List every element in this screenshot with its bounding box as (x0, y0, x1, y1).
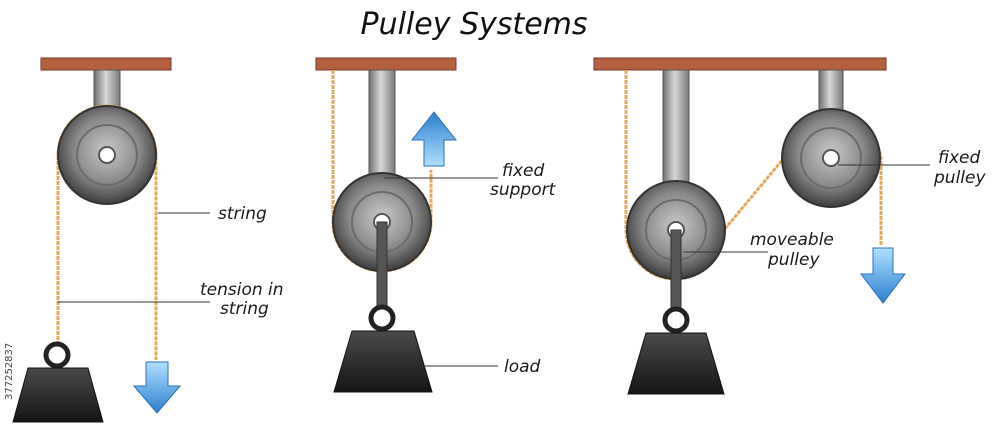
load-ring (368, 304, 396, 332)
compound-pulley-system: moveable pulley fixed pulley (593, 57, 986, 395)
label-load: load (504, 357, 541, 377)
load-hanger (670, 229, 682, 311)
pulley-axle (98, 146, 116, 164)
ceiling-beam (315, 57, 457, 71)
label-tension-line1: tension in (200, 280, 284, 300)
down-arrow-icon (132, 361, 182, 414)
fixed-pulley-rim (800, 127, 862, 189)
ceiling-beam (593, 57, 887, 71)
label-moveable-line1: moveable (750, 230, 834, 250)
load-weight (627, 332, 725, 395)
label-fixed-support-line2: support (490, 180, 557, 200)
single-fixed-pulley-system: string tension in string (12, 57, 284, 423)
page-title: Pulley Systems (360, 7, 587, 42)
label-fixed-pulley-line2: pulley (933, 168, 986, 188)
label-fixed-pulley-line1: fixed (938, 148, 981, 168)
up-arrow-icon (410, 111, 458, 167)
weight-ring (43, 341, 71, 369)
pulley-wheel-rim (76, 124, 138, 186)
down-arrow-icon (859, 247, 907, 304)
load-ring (662, 306, 690, 334)
load-weight (333, 330, 433, 393)
load-hanger (376, 221, 388, 309)
single-moveable-pulley-system: fixed support load (315, 57, 557, 393)
label-tension-line2: string (220, 299, 269, 319)
weight (12, 367, 104, 423)
label-fixed-support-line1: fixed (502, 161, 545, 181)
ceiling-beam (40, 57, 172, 71)
fixed-pulley-axle (822, 149, 840, 167)
label-string: string (218, 204, 267, 224)
label-moveable-line2: pulley (767, 250, 820, 270)
side-id-text: 377252837 (4, 343, 15, 400)
